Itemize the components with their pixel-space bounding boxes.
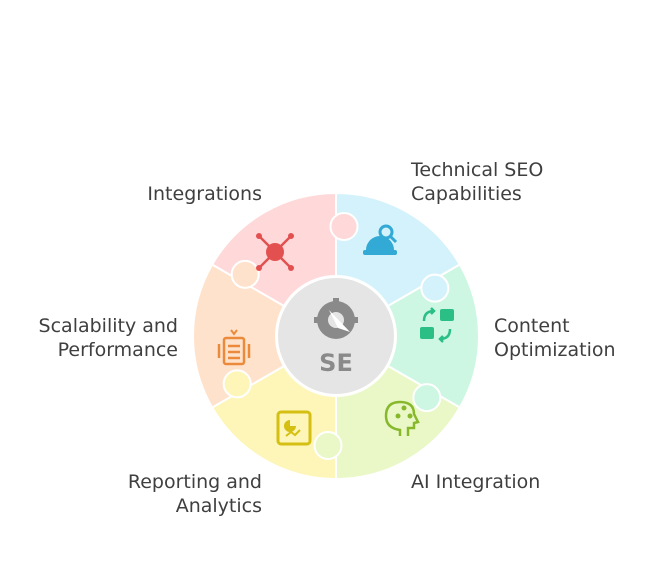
report-chart-icon xyxy=(276,410,312,446)
label-line: Technical SEO xyxy=(411,159,544,181)
label-technical-seo: Technical SEO Capabilities xyxy=(411,158,543,206)
label-reporting-analytics: Reporting and Analytics xyxy=(128,470,262,518)
content-swap-icon xyxy=(420,307,454,343)
server-stack-icon xyxy=(217,329,251,366)
puzzle-knob xyxy=(230,259,260,289)
center-label: SE xyxy=(319,349,353,377)
label-line: Content xyxy=(494,315,570,337)
label-line: Analytics xyxy=(175,495,262,517)
label-integrations: Integrations xyxy=(147,182,262,206)
label-line: Reporting and xyxy=(127,471,262,493)
label-ai-integration: AI Integration xyxy=(411,470,540,494)
label-content-optimization: Content Optimization xyxy=(494,314,616,362)
label-line: Scalability and xyxy=(38,315,178,337)
label-line: Capabilities xyxy=(411,183,522,205)
puzzle-knob xyxy=(412,383,442,413)
label-line: Performance xyxy=(57,339,178,361)
puzzle-knob xyxy=(329,212,359,241)
label-scalability-performance: Scalability and Performance xyxy=(39,314,178,362)
label-line: AI Integration xyxy=(411,471,541,493)
puzzle-knob xyxy=(313,431,343,460)
label-line: Optimization xyxy=(494,339,616,361)
helmet-search-icon xyxy=(363,224,398,255)
network-hub-icon xyxy=(256,233,294,271)
puzzle-knob xyxy=(420,273,450,303)
compass-icon xyxy=(314,298,358,339)
ai-head-icon xyxy=(384,400,420,436)
label-line: Integrations xyxy=(147,183,262,205)
puzzle-knob xyxy=(222,369,252,399)
